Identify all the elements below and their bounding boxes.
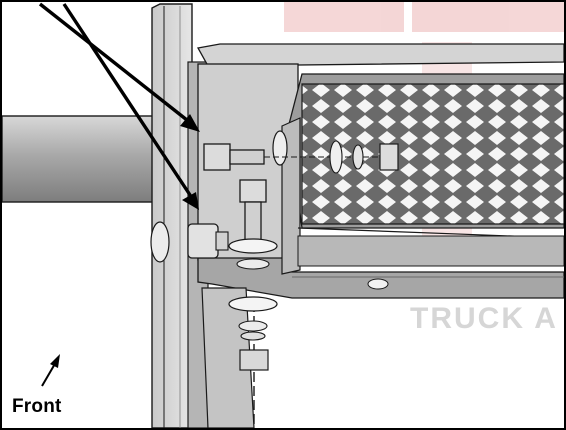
watermark-text: TRUCK A <box>410 302 558 335</box>
arrowhead-icon <box>182 192 199 210</box>
vertical-bolt-assembly <box>228 179 278 371</box>
arrowhead-icon <box>180 114 200 132</box>
grille-channel <box>281 73 564 275</box>
side-nut-assembly <box>150 221 229 263</box>
horizontal-bolt-assembly <box>203 130 399 174</box>
arrow-up-right-icon <box>41 354 60 387</box>
callout-arrows <box>38 2 200 210</box>
front-label: Front <box>12 396 62 417</box>
